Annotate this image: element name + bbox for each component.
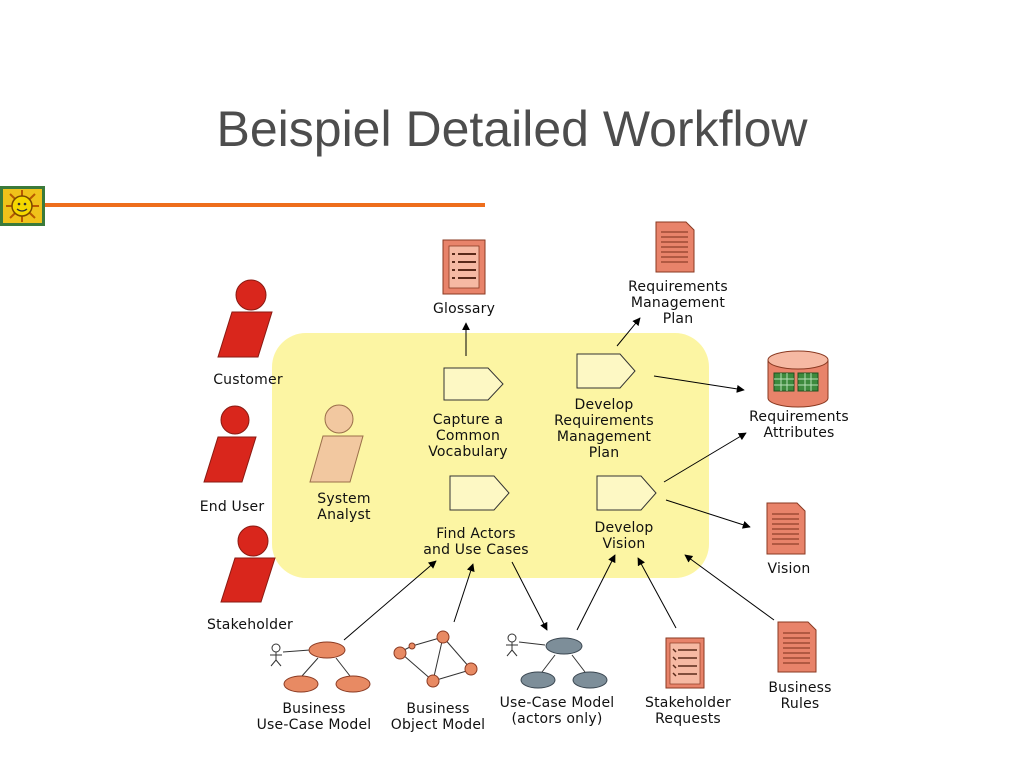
capture-vocabulary-activity-icon — [443, 367, 504, 401]
title-underline — [45, 203, 485, 207]
glossary-label: Glossary — [432, 301, 496, 317]
find-actors-label: Find Actors and Use Cases — [423, 526, 529, 558]
business-use-case-model-icon — [270, 641, 371, 693]
req-attributes-database-icon — [767, 350, 829, 408]
arrow-vision-to-attributes — [663, 432, 747, 483]
develop-vision-activity-icon — [596, 475, 657, 511]
system-analyst-label: System Analyst — [317, 491, 371, 523]
business-object-model-icon — [393, 630, 478, 688]
use-case-model-label: Use-Case Model (actors only) — [499, 695, 615, 727]
req-mgmt-plan-label: Requirements Management Plan — [628, 279, 728, 327]
business-rules-label: Business Rules — [768, 680, 832, 712]
business-use-case-model-label: Business Use-Case Model — [256, 701, 372, 733]
end-user-worker-icon — [203, 405, 257, 483]
vision-document-icon — [766, 502, 806, 555]
customer-label: Customer — [213, 372, 283, 388]
stakeholder-label: Stakeholder — [207, 617, 293, 633]
arrow-rules-to-vision — [684, 554, 775, 621]
arrow-requests-to-vision — [637, 557, 677, 629]
customer-worker-icon — [217, 279, 273, 358]
arrow-ucm-to-vision — [576, 554, 616, 631]
glossary-document-icon — [442, 239, 486, 295]
slide-title: Beispiel Detailed Workflow — [216, 101, 808, 157]
sun-logo-icon — [0, 186, 45, 226]
develop-req-plan-label: Develop Requirements Management Plan — [554, 397, 654, 461]
business-object-model-label: Business Object Model — [390, 701, 486, 733]
arrow-bom-to-find-actors — [453, 563, 475, 623]
system-analyst-worker-icon — [309, 404, 364, 483]
req-attributes-label: Requirements Attributes — [749, 409, 849, 441]
develop-req-plan-activity-icon — [576, 353, 636, 389]
req-mgmt-plan-document-icon — [655, 221, 695, 273]
stakeholder-worker-icon — [220, 525, 276, 603]
use-case-model-icon — [506, 633, 608, 689]
stakeholder-requests-label: Stakeholder Requests — [645, 695, 731, 727]
arrow-vision-to-vision-doc — [665, 499, 751, 529]
vision-label: Vision — [767, 561, 811, 577]
business-rules-document-icon — [777, 621, 817, 673]
arrow-bucm-to-find-actors — [343, 560, 437, 641]
capture-vocabulary-label: Capture a Common Vocabulary — [428, 412, 508, 460]
end-user-label: End User — [199, 499, 265, 515]
stakeholder-requests-document-icon — [665, 637, 705, 689]
find-actors-activity-icon — [449, 475, 510, 511]
arrow-find-actors-to-ucm — [511, 561, 548, 631]
arrow-req-plan-to-attributes — [653, 375, 745, 393]
arrow-req-plan-to-doc — [616, 317, 641, 347]
develop-vision-label: Develop Vision — [594, 520, 654, 552]
